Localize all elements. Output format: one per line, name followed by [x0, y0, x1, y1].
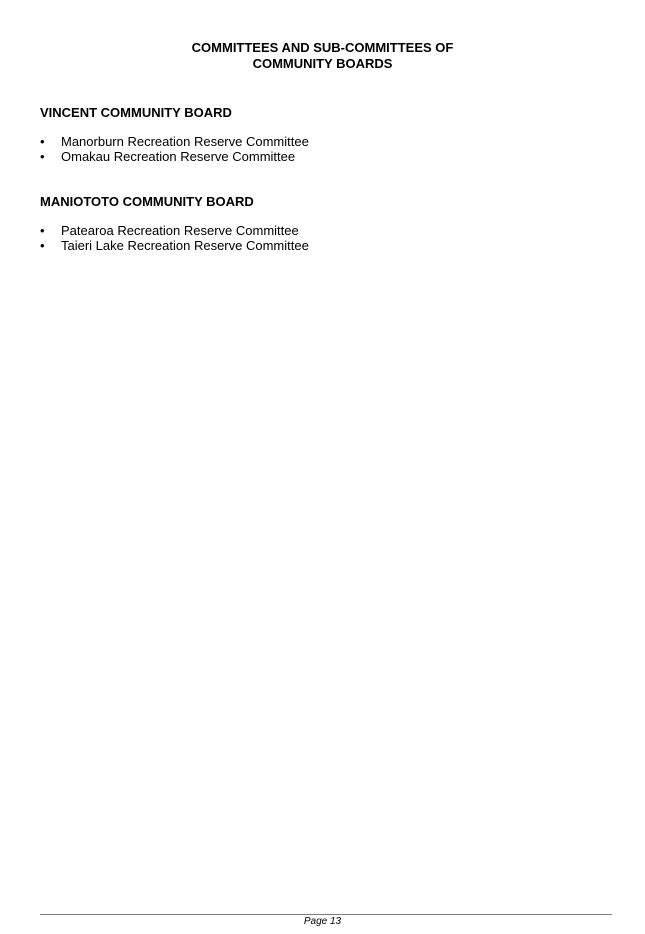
list-item-label: Omakau Recreation Reserve Committee — [61, 149, 296, 164]
bullet-icon: • — [40, 223, 45, 238]
page-title-line-2: COMMUNITY BOARDS — [252, 56, 393, 71]
section-heading: VINCENT COMMUNITY BOARD — [40, 105, 232, 120]
page-title-line-1: COMMITTEES AND SUB-COMMITTEES OF — [191, 40, 454, 55]
list-item-label: Manorburn Recreation Reserve Committee — [61, 134, 309, 149]
section-maniototo-community-board: MANIOTOTO COMMUNITY BOARD • Patearoa Rec… — [40, 194, 600, 253]
list-item-label: Taieri Lake Recreation Reserve Committee — [61, 238, 309, 253]
section-vincent-community-board: VINCENT COMMUNITY BOARD • Manorburn Recr… — [40, 105, 600, 164]
list-item: • Taieri Lake Recreation Reserve Committ… — [40, 238, 600, 253]
section-heading: MANIOTOTO COMMUNITY BOARD — [40, 194, 254, 209]
bullet-icon: • — [40, 134, 45, 149]
page-number: Page 13 — [303, 916, 342, 927]
page-title: COMMITTEES AND SUB-COMMITTEES OF COMMUNI… — [0, 40, 645, 72]
bullet-icon: • — [40, 149, 45, 164]
committee-list: • Patearoa Recreation Reserve Committee … — [40, 223, 600, 253]
committee-list: • Manorburn Recreation Reserve Committee… — [40, 134, 600, 164]
bullet-icon: • — [40, 238, 45, 253]
list-item: • Patearoa Recreation Reserve Committee — [40, 223, 600, 238]
list-item-label: Patearoa Recreation Reserve Committee — [61, 223, 299, 238]
list-item: • Manorburn Recreation Reserve Committee — [40, 134, 600, 149]
list-item: • Omakau Recreation Reserve Committee — [40, 149, 600, 164]
footer-divider — [40, 914, 612, 915]
